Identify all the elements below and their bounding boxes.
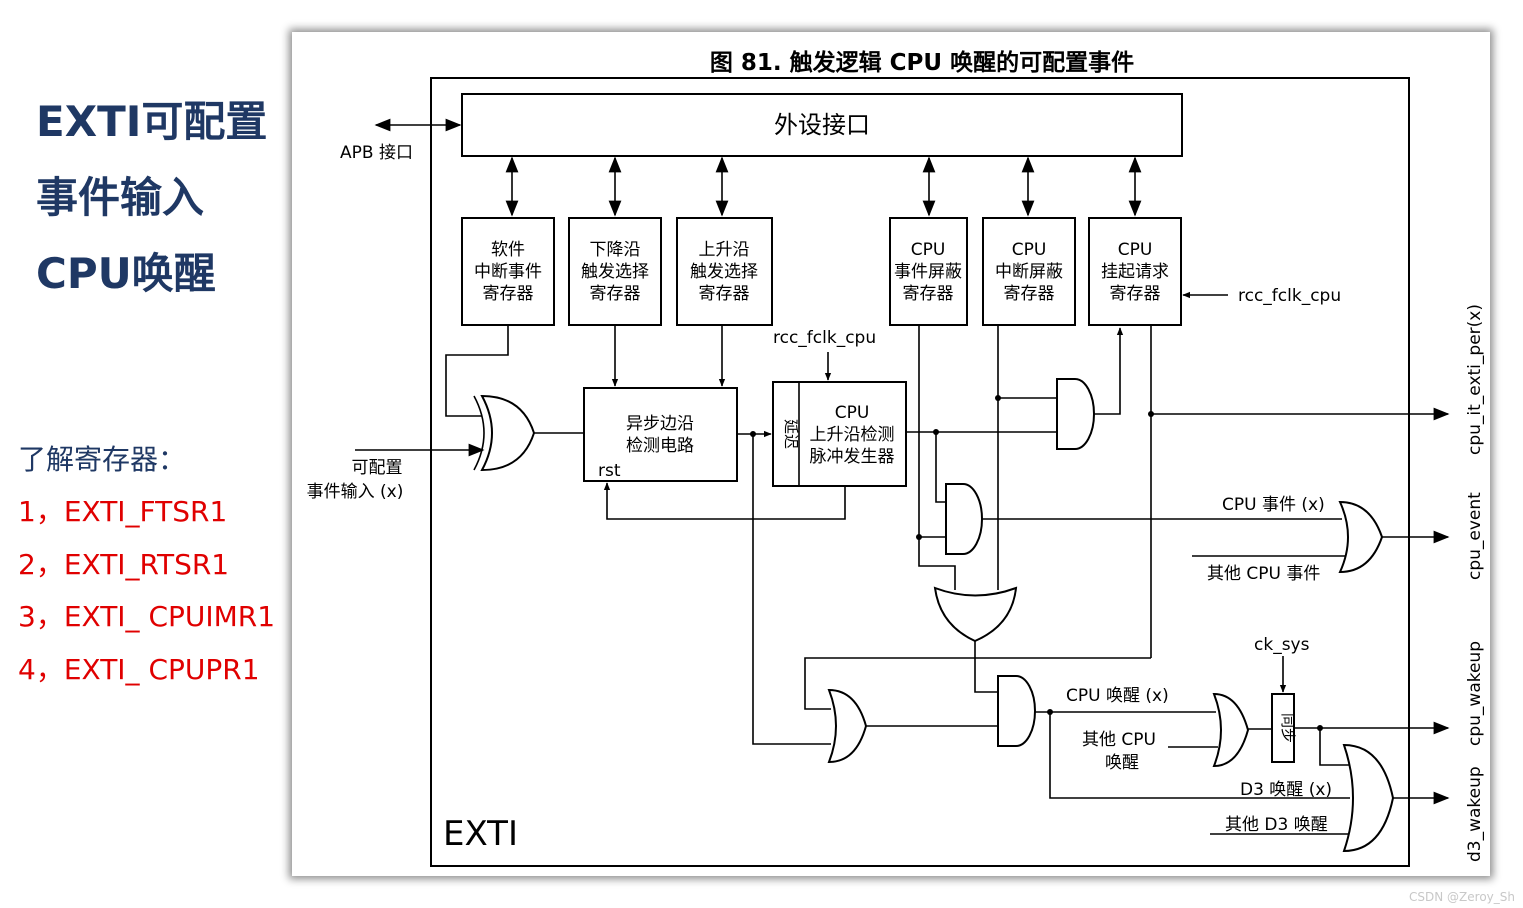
title-line-1: EXTI可配置 xyxy=(36,97,268,146)
output-wakeup-label: cpu_wakeup xyxy=(1465,641,1485,746)
diagram-title: 图 81. 触发逻辑 CPU 唤醒的可配置事件 xyxy=(710,49,1134,76)
edge-detect-line-1: 异步边沿 xyxy=(626,414,694,434)
cpu-event-x-label: CPU 事件 (x) xyxy=(1222,495,1325,515)
emr-line-3: 寄存器 xyxy=(903,284,954,304)
rtsr-line-1: 上升沿 xyxy=(699,240,750,260)
imr-line-1: CPU xyxy=(1012,240,1047,260)
interrupt-and-gate xyxy=(1056,378,1095,450)
mask-or-gate xyxy=(933,586,1018,643)
pulse-clock-label: rcc_fclk_cpu xyxy=(773,328,876,348)
imr-line-3: 寄存器 xyxy=(1004,284,1055,304)
swier-wire xyxy=(445,325,509,417)
watermark: CSDN @Zeroy_Sh xyxy=(1409,890,1515,904)
pr-line-1: CPU xyxy=(1118,240,1153,260)
swier-line-1: 软件 xyxy=(491,240,525,260)
pulse-line-1: CPU xyxy=(835,403,870,423)
pr-line-3: 寄存器 xyxy=(1110,284,1161,304)
emr-line-1: CPU xyxy=(911,240,946,260)
apb-label: APB 接口 xyxy=(340,143,413,163)
xor-gate xyxy=(473,394,536,472)
or-to-wakeup-and xyxy=(974,641,998,693)
bus-arrows xyxy=(505,156,1142,217)
swier-line-2: 中断事件 xyxy=(474,262,542,282)
emr-line-2: 事件屏蔽 xyxy=(894,262,962,282)
register-item-rtsr: 2，EXTI_RTSR1 xyxy=(18,547,230,581)
pr-line-2: 挂起请求 xyxy=(1101,262,1169,282)
other-cpu-events-label: 其他 CPU 事件 xyxy=(1207,564,1320,584)
edge-bypass-wire xyxy=(752,434,831,745)
ftsr-line-1: 下降沿 xyxy=(590,240,641,260)
peripheral-interface-box xyxy=(461,93,1183,157)
diagram-card: 图 81. 触发逻辑 CPU 唤醒的可配置事件 EXTI 外设接口 APB 接口… xyxy=(292,32,1490,876)
edge-detect-box: 异步边沿 检测电路 rst xyxy=(583,387,738,482)
pr-to-wakeup-or xyxy=(804,657,1151,710)
exti-label: EXTI xyxy=(443,814,518,854)
and-to-pr-wire xyxy=(1094,327,1124,415)
emr-wire xyxy=(918,325,946,538)
emr-to-or-wire xyxy=(918,537,956,590)
peripheral-interface-label: 外设接口 xyxy=(774,111,870,139)
d3-wakeup-wire xyxy=(1049,712,1350,799)
pulse-line-3: 脉冲发生器 xyxy=(810,447,895,467)
rtsr-line-3: 寄存器 xyxy=(699,284,750,304)
sync-label: 同步 xyxy=(1279,713,1297,743)
ftsr-line-2: 触发选择 xyxy=(581,262,649,282)
swier-line-3: 寄存器 xyxy=(483,284,534,304)
registers-heading: 了解寄存器： xyxy=(18,443,187,476)
rst-feedback-wire xyxy=(603,482,846,520)
imr-line-2: 中断屏蔽 xyxy=(995,262,1063,282)
pulse-to-event-and xyxy=(935,432,946,503)
register-rtsr: 上升沿 触发选择 寄存器 xyxy=(676,217,773,326)
wakeup-or-gate xyxy=(827,688,868,764)
register-item-cpuimr: 3，EXTI_ CPUIMR1 xyxy=(18,600,276,633)
imr-wire xyxy=(997,325,1057,399)
ftsr-line-3: 寄存器 xyxy=(590,284,641,304)
exti-diagram: 图 81. 触发逻辑 CPU 唤醒的可配置事件 EXTI 外设接口 APB 接口… xyxy=(307,49,1485,867)
pulse-generator-box: 延迟 CPU 上升沿检测 脉冲发生器 xyxy=(772,381,907,487)
rtsr-line-2: 触发选择 xyxy=(690,262,758,282)
delay-label: 延迟 xyxy=(782,419,800,449)
input-label-2: 事件输入 (x) xyxy=(307,482,404,502)
cpu-wakeup-x-label: CPU 唤醒 (x) xyxy=(1066,686,1169,706)
register-list: 1，EXTI_FTSR1 2，EXTI_RTSR1 3，EXTI_ CPUIMR… xyxy=(18,486,275,696)
sync-to-d3-or xyxy=(1319,728,1350,766)
ck-sys-label: ck_sys xyxy=(1254,635,1310,655)
register-emr: CPU 事件屏蔽 寄存器 xyxy=(889,217,968,326)
output-d3-label: d3_wakeup xyxy=(1465,766,1485,862)
d3-wakeup-x-label: D3 唤醒 (x) xyxy=(1240,780,1332,800)
cpu-wakeup-or-gate xyxy=(1212,692,1250,768)
output-it-label: cpu_it_exti_per(x) xyxy=(1465,304,1485,455)
edge-detect-line-2: 检测电路 xyxy=(626,436,694,456)
other-cpu-wakeup-line-1: 其他 CPU xyxy=(1082,730,1156,750)
register-pr: CPU 挂起请求 寄存器 xyxy=(1088,217,1182,326)
input-label-1: 可配置 xyxy=(352,458,403,478)
title-line-2: 事件输入 xyxy=(36,173,205,222)
register-swier: 软件 中断事件 寄存器 xyxy=(461,217,555,326)
event-or-gate xyxy=(1338,500,1384,574)
wakeup-and-gate xyxy=(997,675,1036,747)
register-ftsr: 下降沿 触发选择 寄存器 xyxy=(568,217,662,326)
other-cpu-wakeup-line-2: 唤醒 xyxy=(1105,753,1139,773)
pr-clock-label: rcc_fclk_cpu xyxy=(1238,286,1341,306)
title-line-3: CPU唤醒 xyxy=(36,249,216,298)
d3-or-gate xyxy=(1342,743,1395,853)
exti-block xyxy=(430,77,1410,867)
register-imr: CPU 中断屏蔽 寄存器 xyxy=(982,217,1076,326)
event-and-gate xyxy=(945,483,983,555)
pulse-line-2: 上升沿检测 xyxy=(810,425,895,445)
left-title: EXTI可配置 事件输入 CPU唤醒 xyxy=(36,84,267,312)
output-event-label: cpu_event xyxy=(1465,492,1485,580)
register-item-cpupr: 4，EXTI_ CPUPR1 xyxy=(18,652,260,686)
other-d3-wakeup-label: 其他 D3 唤醒 xyxy=(1225,815,1328,835)
register-item-ftsr: 1，EXTI_FTSR1 xyxy=(18,495,228,528)
rst-label: rst xyxy=(598,461,621,481)
